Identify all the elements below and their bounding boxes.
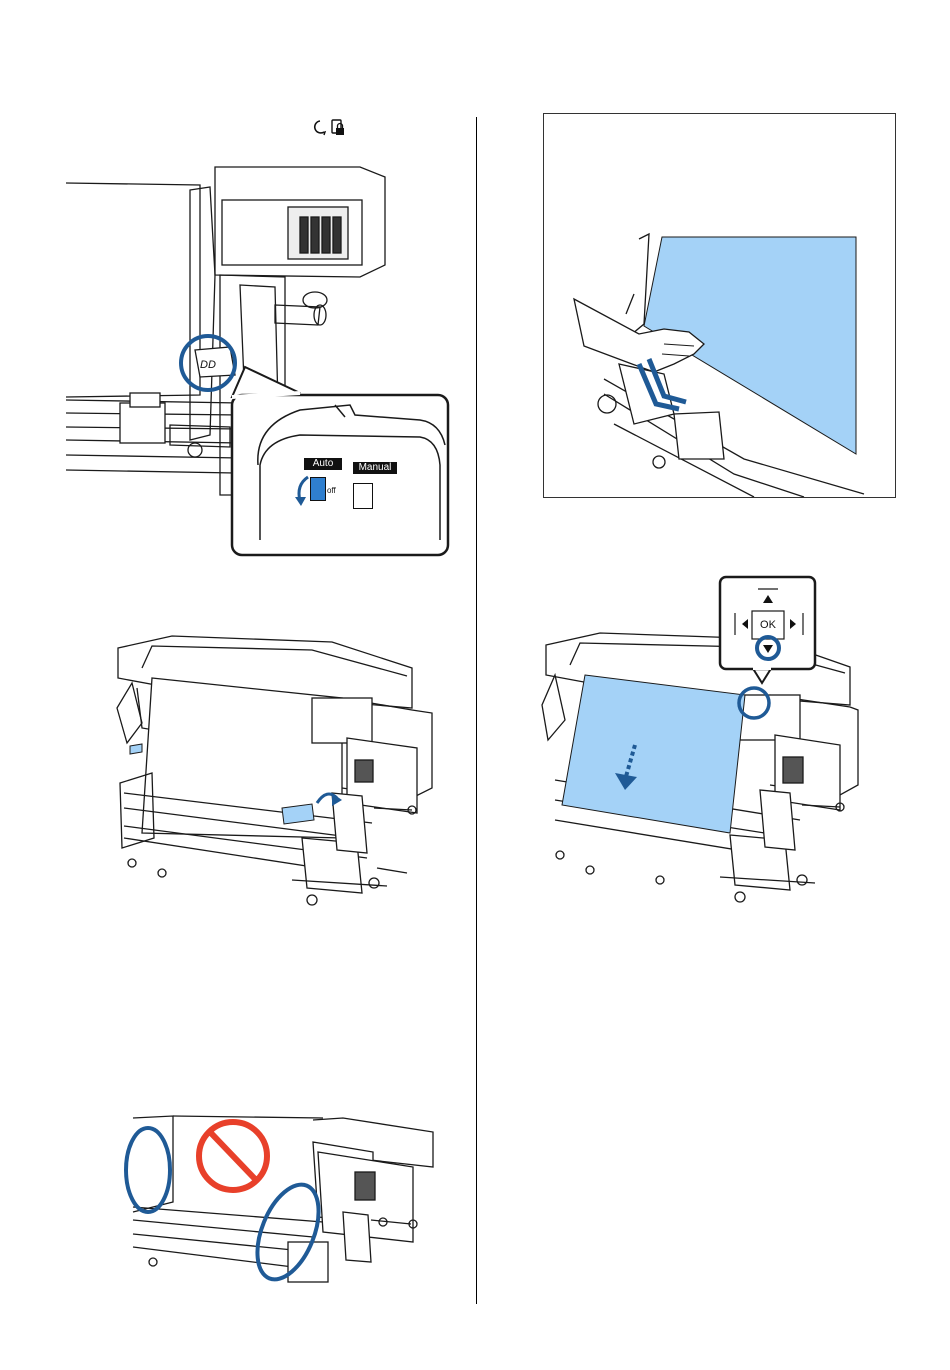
figure-frame-smooth-media <box>543 113 896 498</box>
rewind-lock-icon <box>312 118 350 138</box>
svg-text:DD: DD <box>200 359 216 371</box>
manual-label: Manual <box>353 462 397 474</box>
off-label: off <box>327 486 336 495</box>
manual-switch[interactable] <box>353 483 373 509</box>
figure-prohibited-slack <box>113 1112 448 1292</box>
auto-direction-arrow-icon <box>294 475 314 509</box>
figure-control-panel-feed: OK <box>540 575 870 910</box>
figure-printer-feed-media <box>112 628 447 913</box>
ok-button[interactable]: OK <box>752 612 784 638</box>
auto-label: Auto <box>304 458 342 470</box>
column-divider <box>476 117 477 1304</box>
figure-auto-switch: DD Auto Manual off <box>60 165 455 560</box>
